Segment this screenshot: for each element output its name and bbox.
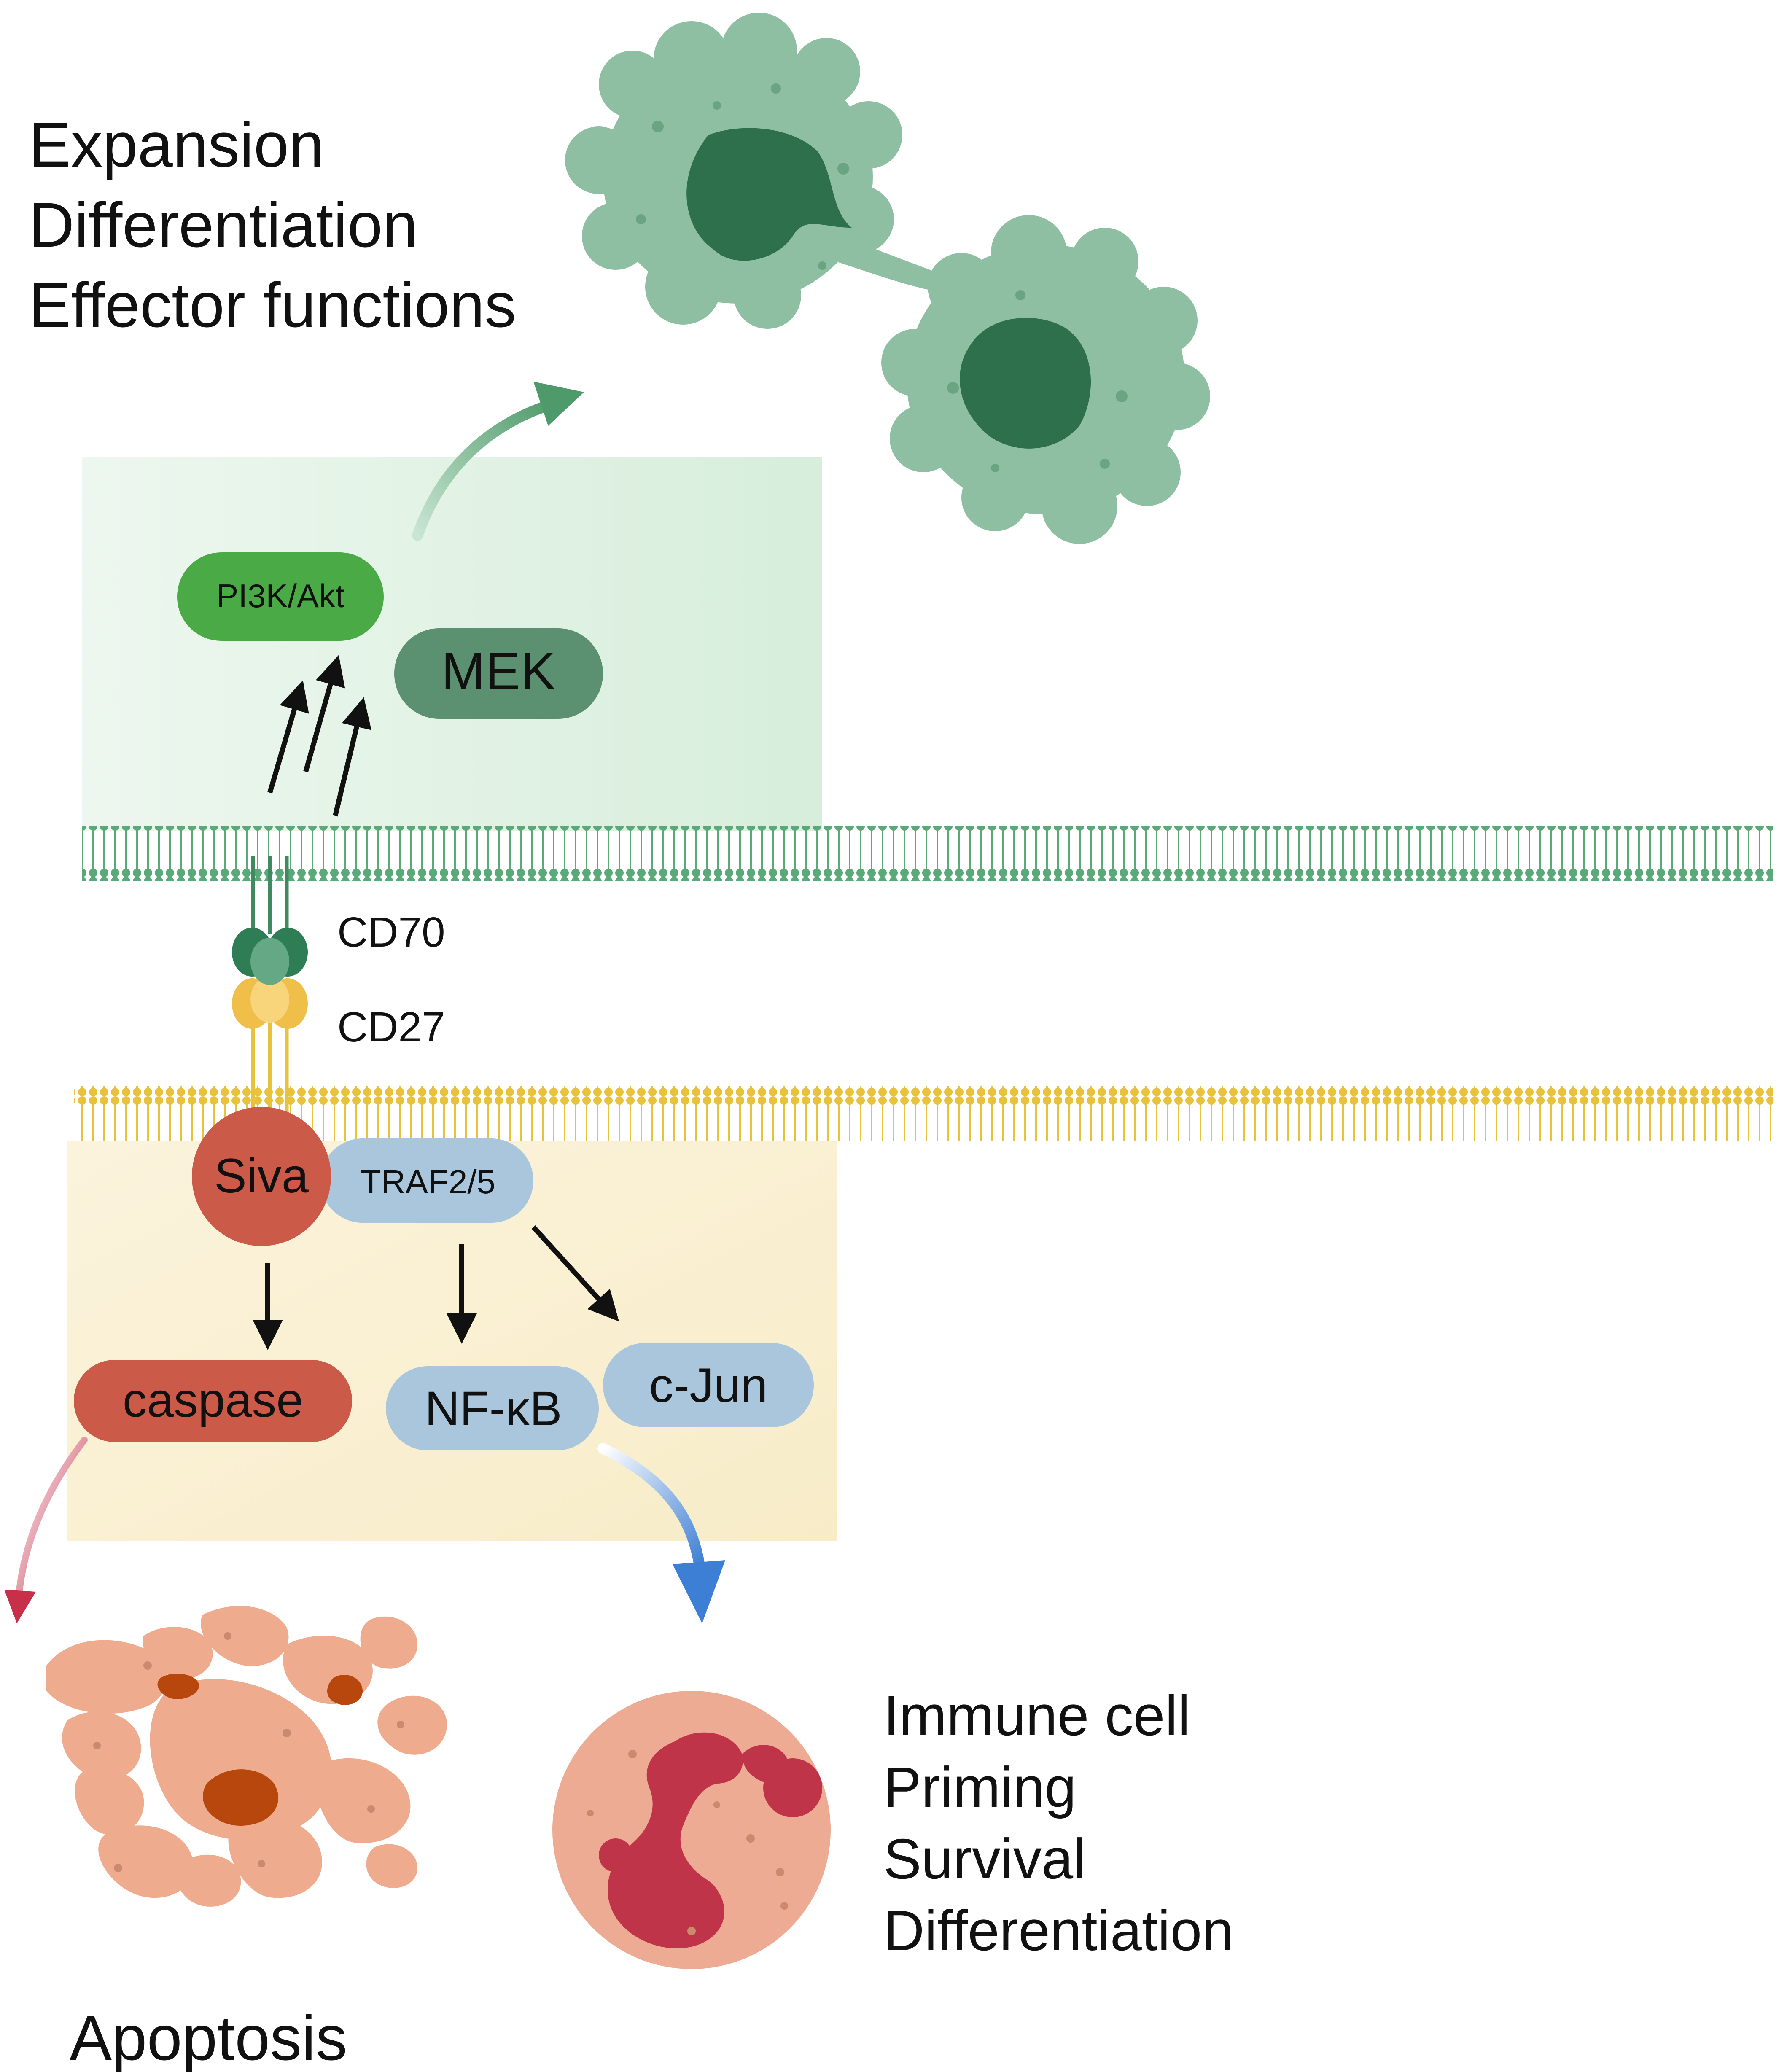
pi3k-akt-node: PI3K/Akt — [177, 552, 384, 641]
cd70-label: CD70 — [337, 909, 445, 956]
outcome-expansion: Expansion — [29, 109, 324, 180]
downstream-arrows — [253, 1225, 619, 1350]
apoptotic-dots — [93, 1632, 404, 1872]
outcome-survival: Survival — [883, 1827, 1086, 1891]
outcome-priming: Priming — [883, 1755, 1077, 1819]
immune-cell-nucleus — [599, 1732, 822, 1948]
siva-node: Siva — [192, 1107, 331, 1246]
top-outcomes-text: Expansion Differentiation Effector funct… — [29, 109, 516, 340]
cjun-node: c-Jun — [603, 1343, 814, 1427]
yellow-cell-membrane — [74, 1086, 1773, 1141]
traf-node: TRAF2/5 — [320, 1138, 533, 1223]
green-outcome-arrow — [412, 382, 584, 541]
outcome-immune-cell: Immune cell — [883, 1684, 1190, 1747]
immune-cell-dots — [587, 1750, 788, 1935]
lower-green-cell — [881, 215, 1210, 544]
cd27-label: CD27 — [337, 1004, 445, 1051]
cd70-ligand — [232, 928, 308, 985]
apoptosis-arrow — [4, 1437, 88, 1623]
lower-nucleus — [960, 318, 1091, 449]
caspase-label: caspase — [123, 1373, 303, 1427]
cjun-label: c-Jun — [649, 1359, 767, 1413]
green-cell-membrane — [82, 826, 1773, 881]
dividing-effector-cells — [565, 13, 1210, 544]
mek-node: MEK — [394, 628, 603, 719]
nfkb-node: NF-κB — [386, 1366, 599, 1450]
siva-label: Siva — [214, 1149, 309, 1203]
traf-label: TRAF2/5 — [361, 1163, 495, 1200]
mek-label: MEK — [441, 642, 556, 701]
upstream-arrows — [267, 655, 371, 817]
cd70-stalks — [251, 856, 289, 934]
upper-green-cell — [565, 13, 902, 329]
apoptotic-cell — [46, 1606, 447, 1907]
cd27-receptor — [232, 976, 308, 1029]
pi3k-akt-label: PI3K/Akt — [216, 577, 344, 614]
cd70-cd27-complex: CD70 CD27 — [232, 856, 445, 1113]
nfkb-label: NF-κB — [425, 1382, 562, 1436]
apoptosis-label: Apoptosis — [70, 2002, 347, 2072]
outcome-differentiation: Differentiation — [29, 189, 418, 260]
immune-cell — [552, 1691, 831, 1969]
immune-outcomes-text: Immune cell Priming Survival Differentia… — [883, 1684, 1234, 1962]
outcome-effector-functions: Effector functions — [29, 269, 516, 340]
upper-nucleus — [686, 128, 852, 261]
outcome-differentiation-bottom: Differentiation — [883, 1899, 1234, 1962]
immune-outcome-arrow — [597, 1443, 725, 1623]
caspase-node: caspase — [74, 1360, 352, 1442]
apoptotic-fragments — [157, 1674, 363, 1826]
cd27-stalks — [251, 1012, 289, 1113]
